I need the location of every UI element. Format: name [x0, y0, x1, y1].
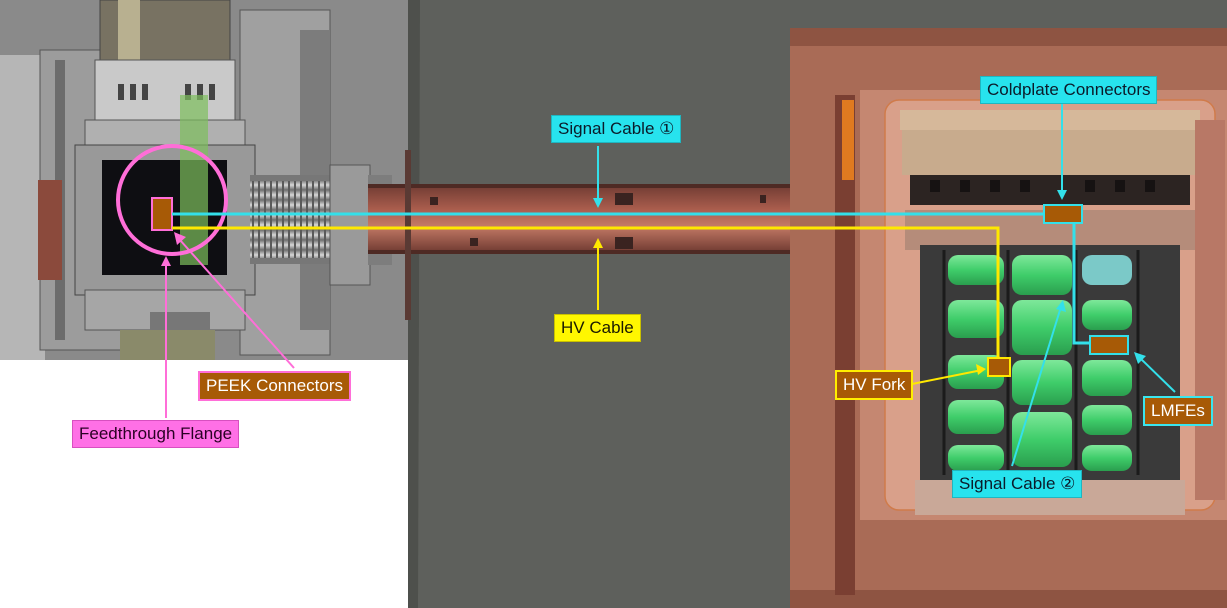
label-peek-connectors: PEEK Connectors — [198, 371, 352, 401]
pointer-signal-cable-2 — [1011, 300, 1066, 467]
label-hv-cable: HV Cable — [554, 314, 641, 342]
label-signal-cable-1: Signal Cable ① — [551, 115, 682, 143]
hv-fork-block — [987, 357, 1011, 377]
peek-connector-block — [151, 197, 173, 231]
transfer-pipe — [368, 150, 838, 320]
hv-cable-route — [172, 226, 1000, 358]
lmfe-module-stacks — [942, 250, 1140, 475]
label-coldplate-connectors: Coldplate Connectors — [980, 76, 1158, 104]
lmfe-connector-block — [1089, 335, 1129, 355]
pointer-signal-cable-1 — [593, 146, 603, 208]
pointer-peek-connectors — [174, 232, 295, 369]
label-signal-cable-2: Signal Cable ② — [952, 470, 1083, 498]
feedthrough-highlight-ring — [116, 144, 228, 256]
pointer-feedthrough-flange — [161, 256, 171, 418]
pointer-coldplate-connectors — [1057, 104, 1067, 200]
label-hv-fork: HV Fork — [835, 370, 914, 400]
pointer-hv-cable — [593, 238, 603, 310]
pointer-lmfes — [1134, 352, 1176, 393]
label-feedthrough-flange: Feedthrough Flange — [72, 420, 240, 448]
pointer-hv-fork — [911, 364, 986, 385]
label-lmfes: LMFEs — [1143, 396, 1213, 426]
coldplate-connector-block — [1043, 204, 1083, 224]
